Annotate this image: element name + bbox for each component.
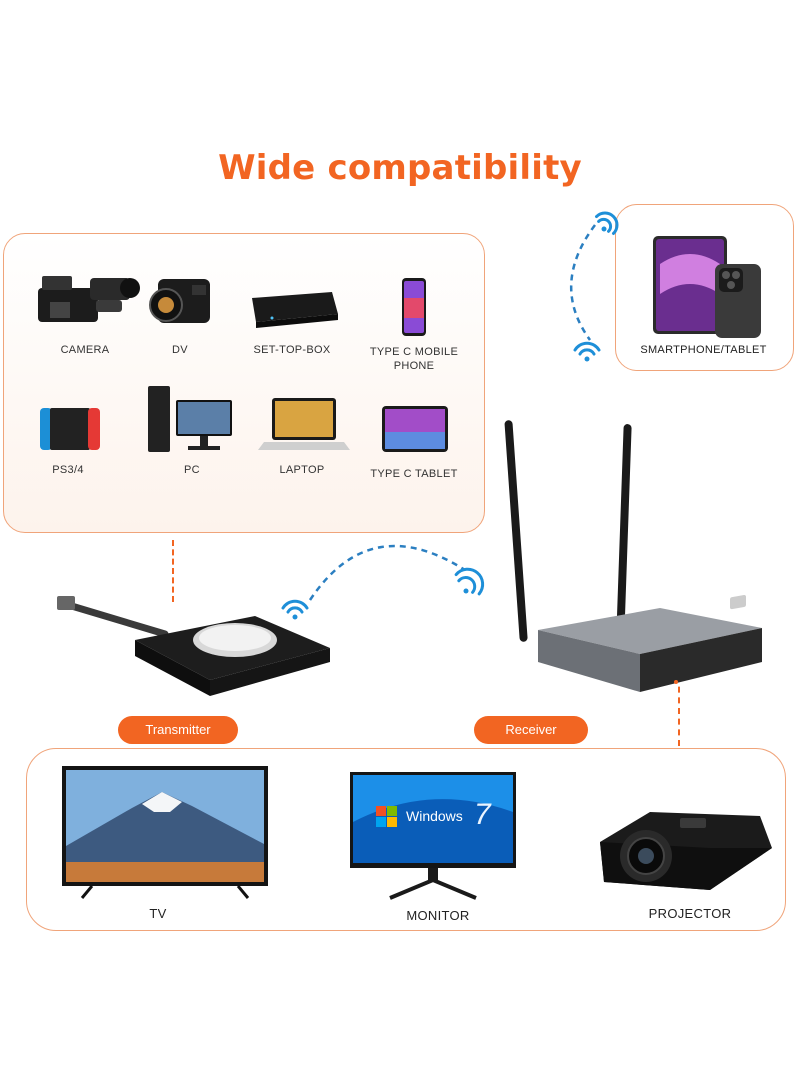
source-set-top-box: SET-TOP-BOX: [242, 272, 342, 357]
source-label: PS3/4: [52, 464, 84, 476]
connector-line: [172, 540, 174, 602]
connector-line: [678, 676, 680, 746]
source-label: LAPTOP: [279, 464, 325, 476]
camera-icon: [38, 276, 140, 322]
transmitter-label: Transmitter: [118, 716, 238, 744]
tablet-icon: [382, 406, 448, 452]
monitor-screen-number: 7: [474, 798, 491, 831]
source-laptop: LAPTOP: [252, 394, 352, 477]
wireless-link-main: [308, 544, 466, 601]
source-label: DV: [172, 344, 188, 356]
set-top-box-icon: [252, 292, 338, 328]
source-type-c-tablet: TYPE C TABLET: [364, 402, 464, 481]
smartphone-tablet-icon: [653, 236, 761, 338]
game-console-icon: [40, 408, 100, 450]
page-title: Wide compatibility: [218, 148, 582, 188]
receiver-label: Receiver: [474, 716, 588, 744]
source-label: TYPE C TABLET: [370, 468, 458, 480]
source-label: CAMERA: [60, 344, 110, 356]
laptop-icon: [258, 398, 350, 450]
monitor-icon: Windows 7: [350, 772, 516, 900]
source-camera: CAMERA: [30, 258, 140, 357]
tv-icon: [62, 766, 268, 899]
source-label: SET-TOP-BOX: [253, 344, 331, 356]
source-type-c-phone: TYPE C MOBILE PHONE: [364, 278, 464, 373]
projector-icon: [600, 812, 772, 890]
camcorder-icon: [149, 279, 210, 323]
source-label: PC: [184, 464, 200, 476]
source-ps: PS3/4: [18, 402, 118, 477]
source-label: TYPE C MOBILE PHONE: [369, 346, 459, 372]
wifi-icon: [573, 341, 601, 362]
source-dv: DV: [140, 265, 220, 357]
display-label: MONITOR: [406, 908, 470, 923]
receiver-device: [504, 420, 762, 692]
mobile-label: SMARTPHONE/TABLET: [640, 344, 767, 356]
transmitter-device: [57, 596, 330, 696]
monitor-shape: [350, 772, 516, 900]
wifi-icon: [454, 567, 485, 596]
display-label: TV: [149, 906, 167, 921]
display-label: PROJECTOR: [648, 906, 732, 921]
wifi-icon: [281, 599, 309, 620]
source-pc: PC: [142, 386, 242, 477]
smartphone-icon: [402, 278, 426, 336]
monitor-screen-text: Windows: [406, 808, 463, 824]
desktop-pc-icon: [148, 386, 232, 452]
wifi-icon: [595, 211, 619, 235]
wireless-link-mobile: [570, 224, 597, 341]
